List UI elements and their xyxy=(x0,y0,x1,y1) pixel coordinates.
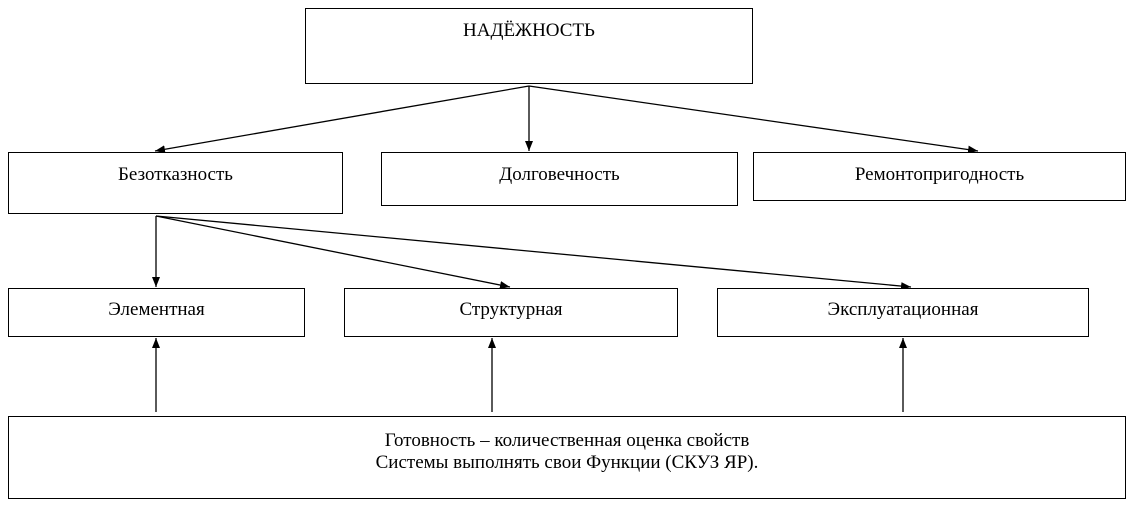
node-strukturnaya-label: Структурная xyxy=(459,299,563,320)
node-gotovnost: Готовность – количественная оценка свойс… xyxy=(8,416,1126,499)
edge-bezotkaznost-to-ekspluatatsionnaya xyxy=(155,215,912,291)
node-remontoprigodnost: Ремонтопригодность xyxy=(753,152,1126,201)
node-ekspluatatsionnaya: Эксплуатационная xyxy=(717,288,1089,337)
node-bezotkaznost: Безотказность xyxy=(8,152,343,214)
node-strukturnaya: Структурная xyxy=(344,288,678,337)
node-elementnaya-label: Элементная xyxy=(108,299,205,320)
node-bezotkaznost-label: Безотказность xyxy=(118,164,233,185)
node-dolgovechnost-label: Долговечность xyxy=(499,164,620,185)
edge-bezotkaznost-to-strukturnaya xyxy=(155,215,511,289)
node-nadezhnost: НАДЁЖНОСТЬ xyxy=(305,8,753,84)
node-nadezhnost-label: НАДЁЖНОСТЬ xyxy=(463,20,595,41)
node-gotovnost-line1: Готовность – количественная оценка свойс… xyxy=(384,430,750,451)
node-dolgovechnost: Долговечность xyxy=(381,152,738,206)
node-gotovnost-line2: Системы выполнять свои Функции (СКУЗ ЯР)… xyxy=(375,452,759,473)
edge-root-to-remontoprigodnost xyxy=(528,85,979,154)
node-remontoprigodnost-label: Ремонтопригодность xyxy=(854,164,1025,185)
node-ekspluatatsionnaya-label: Эксплуатационная xyxy=(827,299,979,320)
edge-root-to-bezotkaznost xyxy=(154,85,530,154)
node-elementnaya: Элементная xyxy=(8,288,305,337)
